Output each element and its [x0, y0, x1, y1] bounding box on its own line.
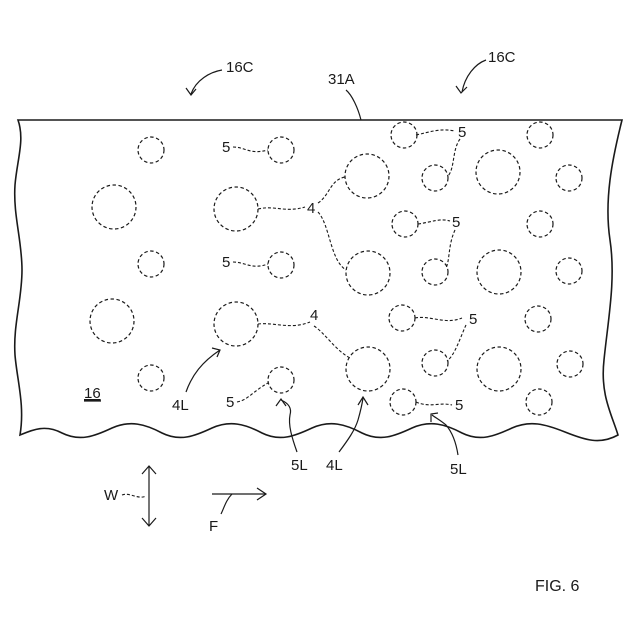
sheet-outline [15, 120, 622, 441]
label-16c-left: 16C [226, 59, 254, 76]
leader-line [314, 326, 350, 358]
label-4l: 4L [326, 457, 343, 474]
large-hole [214, 187, 258, 231]
large-hole [345, 154, 389, 198]
leader-line-f [221, 494, 232, 514]
small-hole [268, 252, 294, 278]
label-f: F [209, 518, 218, 535]
small-hole [422, 350, 448, 376]
small-hole [525, 306, 551, 332]
arrow-head [456, 86, 467, 93]
leader-line [233, 147, 268, 152]
small-hole [138, 365, 164, 391]
label-5l: 5L [450, 461, 467, 478]
label-16: 16 [84, 385, 101, 402]
small-hole [556, 165, 582, 191]
large-hole [346, 347, 390, 391]
label-31a: 31A [328, 71, 355, 88]
label-5: 5 [222, 254, 230, 271]
leader-line [415, 317, 462, 320]
leader-line [318, 212, 346, 270]
large-hole [346, 251, 390, 295]
leader-line-w [122, 494, 146, 497]
small-hole [556, 258, 582, 284]
leader-line [318, 177, 345, 203]
leader-line [418, 220, 450, 224]
small-hole [390, 389, 416, 415]
large-hole [90, 299, 134, 343]
leader-line [258, 322, 310, 326]
leader-line [233, 262, 268, 266]
small-hole [422, 259, 448, 285]
small-hole [138, 137, 164, 163]
label-5: 5 [226, 394, 234, 411]
label-5: 5 [222, 139, 230, 156]
large-hole [477, 250, 521, 294]
pointer-arrow-16c-left [191, 70, 222, 94]
label-w: W [104, 487, 119, 504]
small-hole [391, 122, 417, 148]
label-4: 4 [307, 200, 315, 217]
leader-line [416, 402, 452, 405]
label-5l: 5L [291, 457, 308, 474]
leader-line [416, 130, 455, 135]
arrow-head [431, 413, 438, 422]
pointer-arrow-5l-right [432, 415, 458, 455]
small-hole [527, 211, 553, 237]
leader-line [447, 325, 466, 361]
leader-line [237, 383, 268, 402]
small-hole [268, 367, 294, 393]
label-5: 5 [469, 311, 477, 328]
small-hole [138, 251, 164, 277]
label-5: 5 [455, 397, 463, 414]
pointer-arrow-16c-right [462, 60, 486, 92]
pointer-arrow-4l-upper [186, 350, 220, 392]
label-5: 5 [452, 214, 460, 231]
small-hole [389, 305, 415, 331]
large-hole [477, 347, 521, 391]
small-hole [527, 122, 553, 148]
small-hole [268, 137, 294, 163]
leader-line [446, 230, 455, 268]
label-5: 5 [458, 124, 466, 141]
small-hole [557, 351, 583, 377]
large-hole [92, 185, 136, 229]
small-hole [422, 165, 448, 191]
small-hole [392, 211, 418, 237]
large-hole [214, 302, 258, 346]
leader-line-31a [346, 90, 361, 120]
small-hole [526, 389, 552, 415]
label-4: 4 [310, 307, 318, 324]
leader-line [448, 139, 460, 176]
label-16c-right: 16C [488, 49, 516, 66]
large-hole [476, 150, 520, 194]
leader-line [258, 207, 305, 209]
figure-caption: FIG. 6 [535, 578, 580, 595]
pointer-arrow-5l-middle [281, 400, 297, 452]
label-4l: 4L [172, 397, 189, 414]
